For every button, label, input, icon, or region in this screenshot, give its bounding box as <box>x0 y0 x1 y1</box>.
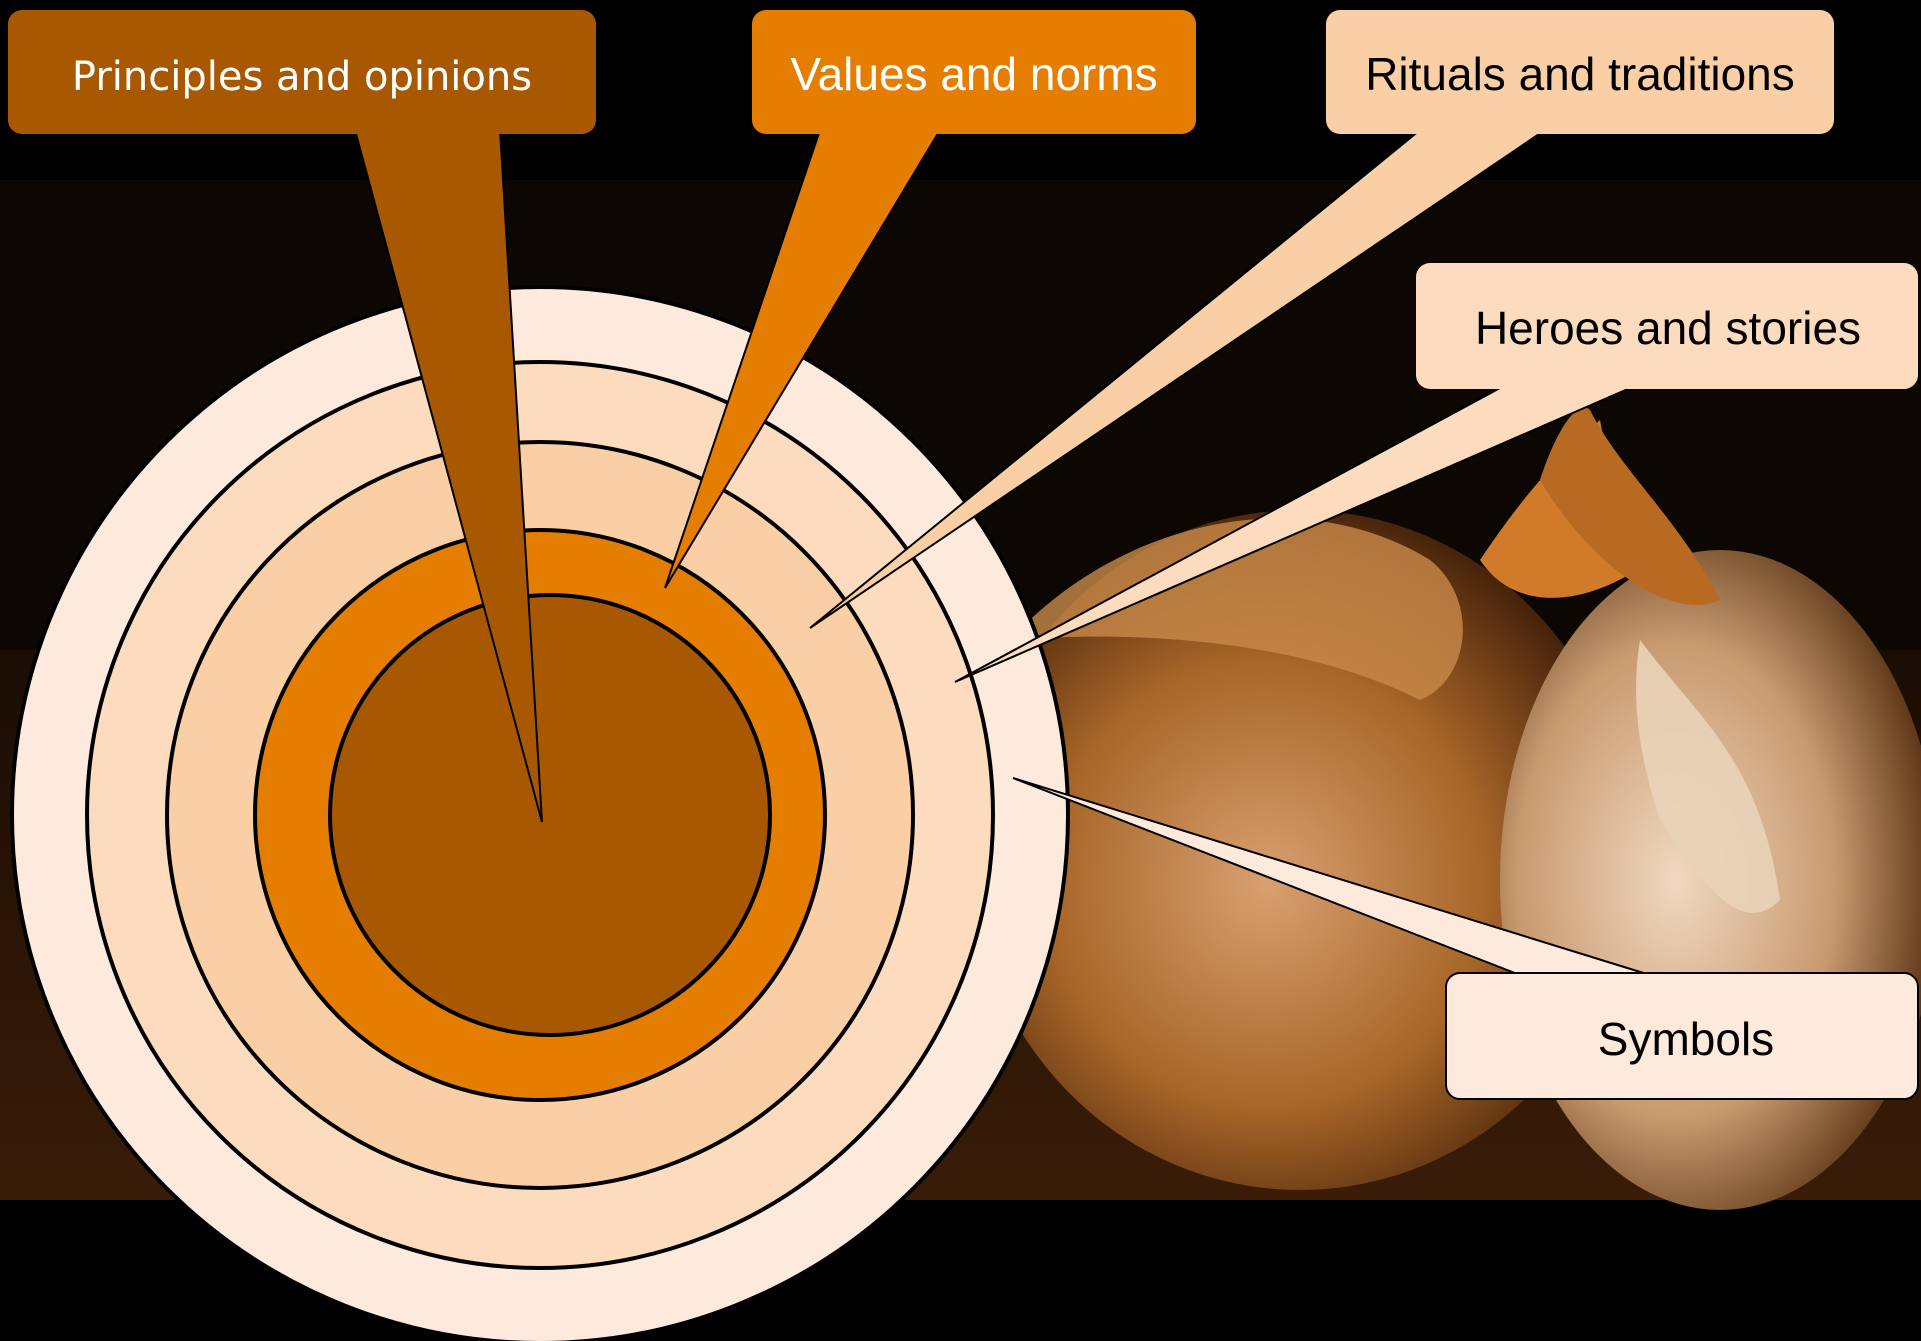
layer-ring-principles <box>330 595 770 1035</box>
callout-heroes-label: Heroes and stories <box>1475 302 1861 354</box>
callout-principles-label: Principles and opinions <box>72 54 532 100</box>
callout-symbols-label: Symbols <box>1598 1013 1774 1065</box>
callout-rituals-label: Rituals and traditions <box>1365 48 1795 100</box>
callout-values-label: Values and norms <box>790 48 1157 100</box>
